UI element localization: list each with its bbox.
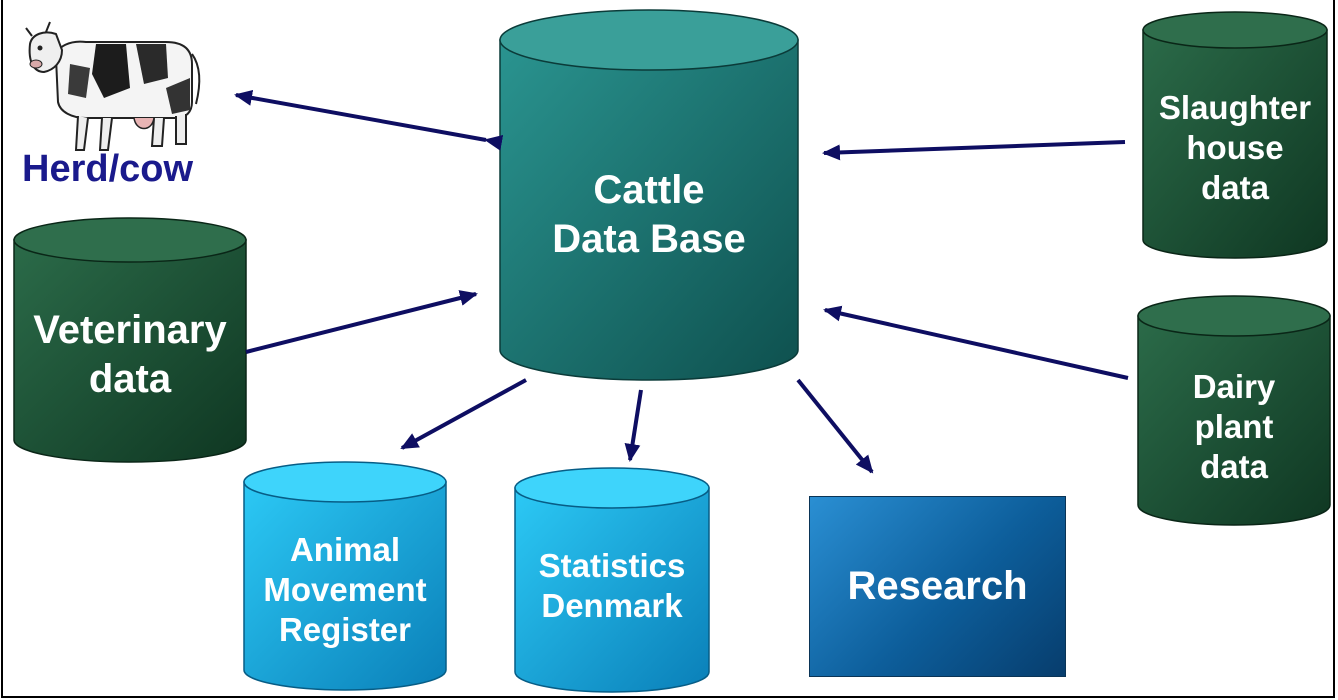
arrows [234,89,1129,474]
dairy-plant-data-label: Dairy plant data [1138,354,1330,500]
veterinary-data-text: Veterinary data [33,308,227,401]
arrow-database-to-statistics [624,389,643,462]
research-label: Research [809,496,1066,677]
arrow-veterinary-to-database [245,290,478,354]
cattle-database-text: Cattle Data Base [552,168,746,261]
slaughterhouse-data-label: Slaughter house data [1140,78,1330,218]
veterinary-data-label: Veterinary data [6,280,254,430]
dairy-plant-data-cylinder [1137,295,1331,526]
statistics-denmark-cylinder [514,467,710,693]
arrow-database-to-research [796,378,874,474]
research-text: Research [847,564,1028,609]
slaughterhouse-data-cylinder [1142,11,1328,259]
herd-cow-label: Herd/cow [22,148,194,190]
cattle-database-label: Cattle Data Base [500,150,798,280]
arrow-database-to-herd [234,89,504,151]
statistics-denmark-text: Statistics Denmark [538,546,686,624]
arrow-slaughterhouse-to-database [822,140,1126,161]
slaughterhouse-data-text: Slaughter house data [1158,88,1312,207]
animal-movement-register-label: Animal Movement Register [244,520,446,660]
arrow-database-to-animal-movement [400,378,527,450]
animal-movement-register-cylinder [243,461,447,691]
research-box [809,496,1066,677]
statistics-denmark-label: Statistics Denmark [515,536,709,636]
cow-icon [25,21,201,151]
cattle-database-cylinder [499,9,799,381]
dairy-plant-data-text: Dairy plant data [1192,367,1276,486]
veterinary-data-cylinder [13,217,247,463]
animal-movement-register-text: Animal Movement Register [263,530,427,649]
arrow-dairy-plant-to-database [823,305,1129,380]
